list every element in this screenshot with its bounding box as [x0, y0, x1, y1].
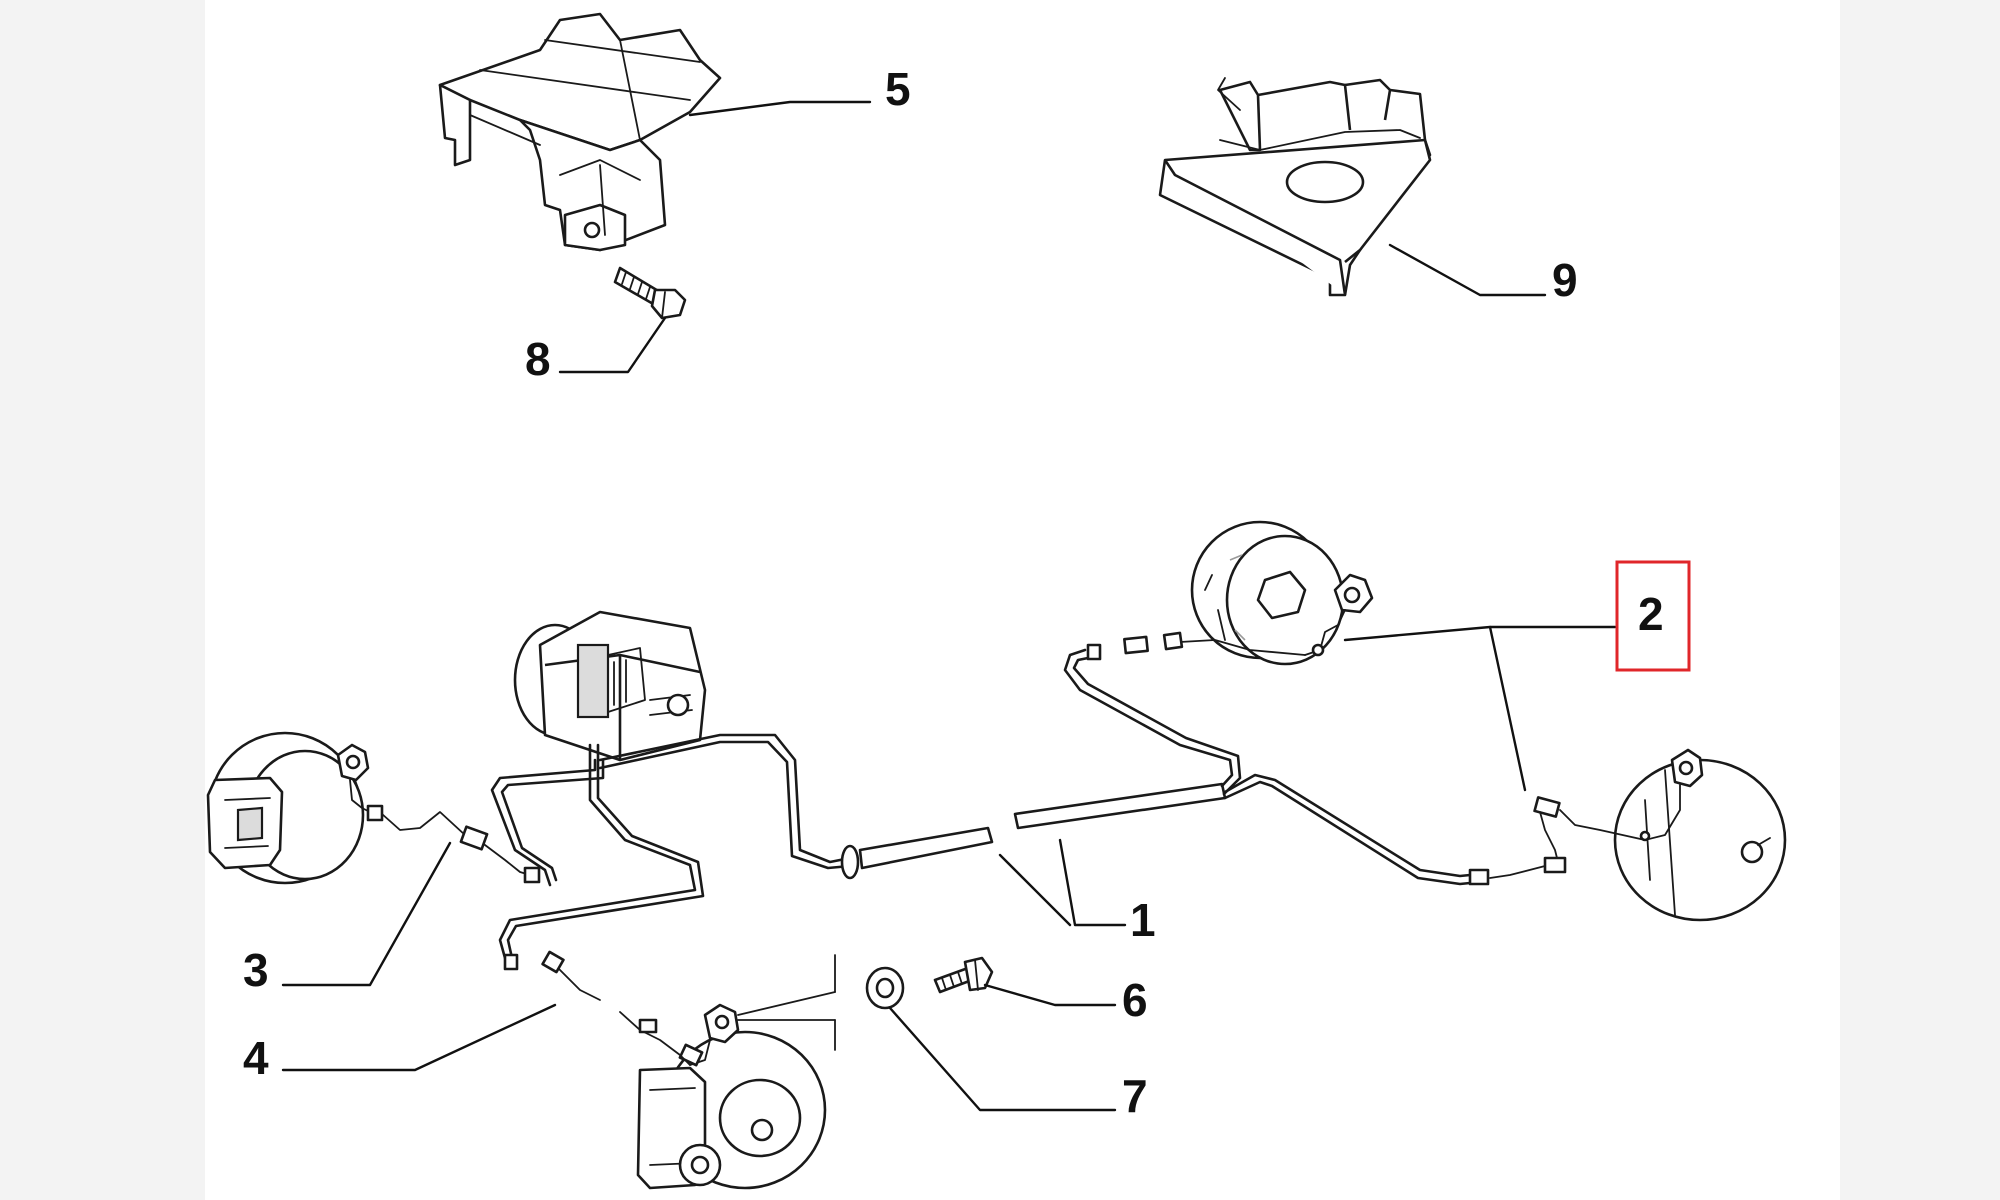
leader-3: [281, 841, 452, 987]
callout-9: 9: [1552, 254, 1578, 306]
wheel-hub-rear-left[interactable]: [636, 1030, 827, 1190]
diagram-paper: [205, 0, 1840, 1200]
wheel-hub-front-right[interactable]: [1190, 520, 1345, 666]
leader-9: [1388, 243, 1547, 297]
callout-5: 5: [885, 63, 911, 115]
sensor-bracket-lines: [737, 954, 836, 1051]
leader-lines: [281, 100, 1617, 1112]
callout-2: 2: [1638, 588, 1664, 640]
callout-8: 8: [525, 333, 551, 385]
callout-labels: 5 9 8 2 1 3 4 6 7: [243, 63, 1691, 1122]
abs-control-unit[interactable]: [513, 610, 707, 762]
callout-3: 3: [243, 944, 269, 996]
part-8-bolt[interactable]: [613, 266, 687, 320]
wheel-hub-rear-right[interactable]: [1613, 758, 1787, 922]
part-9-plate[interactable]: [1158, 77, 1432, 297]
part-3-sensor-front-left[interactable]: [336, 743, 541, 884]
part-4-sensor-rear-left[interactable]: [503, 950, 740, 1067]
part-7-washer[interactable]: [865, 966, 905, 1010]
leader-7: [888, 1006, 1117, 1112]
leader-1a: [998, 853, 1072, 927]
leader-4: [281, 1003, 557, 1072]
part-2-sensor-front-right[interactable]: [1086, 573, 1374, 661]
highlight-box-2: [1615, 560, 1691, 672]
part-1-brake-lines[interactable]: [490, 648, 1482, 960]
callout-4: 4: [243, 1032, 269, 1084]
leader-5: [688, 100, 872, 117]
callout-6: 6: [1122, 974, 1148, 1026]
leader-2a: [1343, 625, 1617, 642]
part-6-screw[interactable]: [933, 956, 994, 994]
leader-1b: [1058, 838, 1127, 927]
part-2-sensor-rear-right[interactable]: [1468, 748, 1704, 886]
wheel-hub-front-left[interactable]: [206, 731, 365, 885]
callout-1: 1: [1130, 894, 1156, 946]
leader-8: [558, 316, 667, 374]
callout-7: 7: [1122, 1070, 1148, 1122]
part-5-bracket[interactable]: [438, 12, 722, 252]
leader-2b: [1488, 625, 1527, 792]
leader-6: [983, 983, 1117, 1007]
